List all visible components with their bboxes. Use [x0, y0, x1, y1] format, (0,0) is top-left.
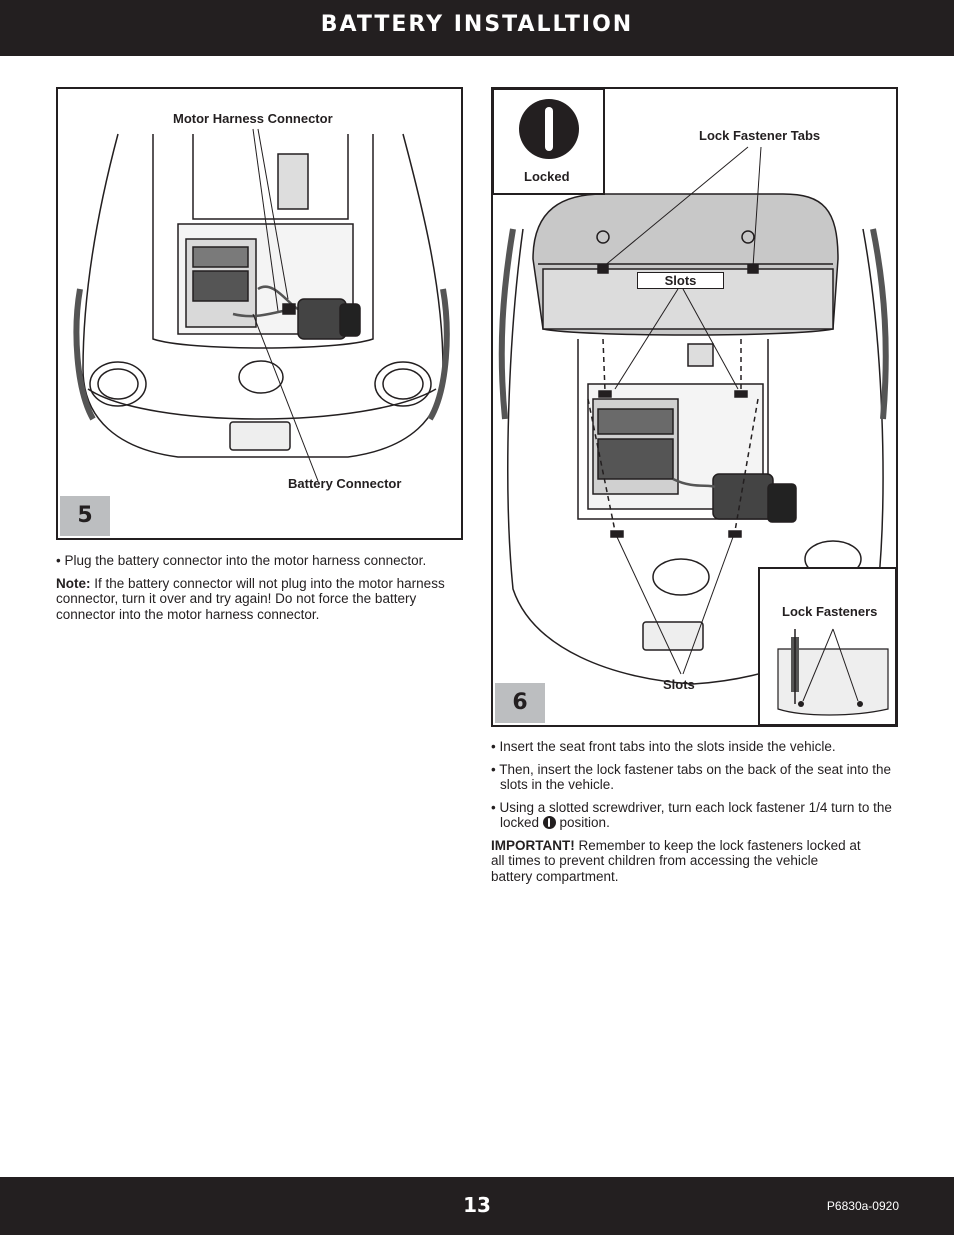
footer-bar: [0, 1177, 954, 1235]
figure-5-panel: Motor Harness Connector Battery Connecto…: [56, 87, 463, 540]
header-bar: [0, 0, 954, 56]
step-5-instructions: • Plug the battery connector into the mo…: [56, 553, 466, 629]
instruction-bullet: • Using a slotted screwdriver, turn each…: [491, 800, 901, 831]
instruction-bullet: • Insert the seat front tabs into the sl…: [491, 739, 836, 754]
slots-label-bottom: Slots: [663, 677, 695, 692]
step-6-instructions: • Insert the seat front tabs into the sl…: [491, 739, 901, 891]
lock-fastener-tabs-label: Lock Fastener Tabs: [699, 128, 821, 143]
instruction-bullet: • Plug the battery connector into the mo…: [56, 553, 427, 568]
battery-connector-label: Battery Connector: [288, 476, 402, 491]
step-number-badge: 6: [495, 683, 545, 723]
note-paragraph: Note: If the battery connector will not …: [56, 576, 466, 623]
figure-6-panel: Locked Lock Fastener Tabs Slots Slots Lo…: [491, 87, 898, 727]
lock-fasteners-label: Lock Fasteners: [782, 604, 878, 619]
slots-label-top: Slots: [637, 272, 724, 289]
locked-position-icon: [542, 816, 556, 829]
figure-6-illustration: [493, 89, 896, 725]
bullet3-text-before: • Using a slotted screwdriver, turn each…: [491, 799, 892, 831]
note-label: Note:: [56, 575, 91, 591]
step-number-badge: 5: [60, 496, 110, 536]
important-paragraph: IMPORTANT! Remember to keep the lock fas…: [491, 838, 861, 885]
instruction-bullet: • Then, insert the lock fastener tabs on…: [491, 761, 891, 793]
bullet3-text-after: position.: [555, 815, 610, 830]
document-code: P6830a-0920: [826, 1199, 899, 1213]
locked-label: Locked: [524, 169, 570, 184]
important-label: IMPORTANT!: [491, 837, 575, 853]
lock-fasteners-inset: [758, 567, 896, 725]
motor-harness-connector-label: Motor Harness Connector: [173, 111, 333, 126]
important-text: Remember to keep the lock fasteners lock…: [491, 837, 861, 884]
page-title: BATTERY INSTALLTION: [320, 12, 634, 37]
note-text: If the battery connector will not plug i…: [56, 575, 445, 622]
figure-5-illustration: [73, 128, 450, 482]
page-number: 13: [463, 1193, 491, 1217]
locked-icon-box: [493, 89, 605, 195]
